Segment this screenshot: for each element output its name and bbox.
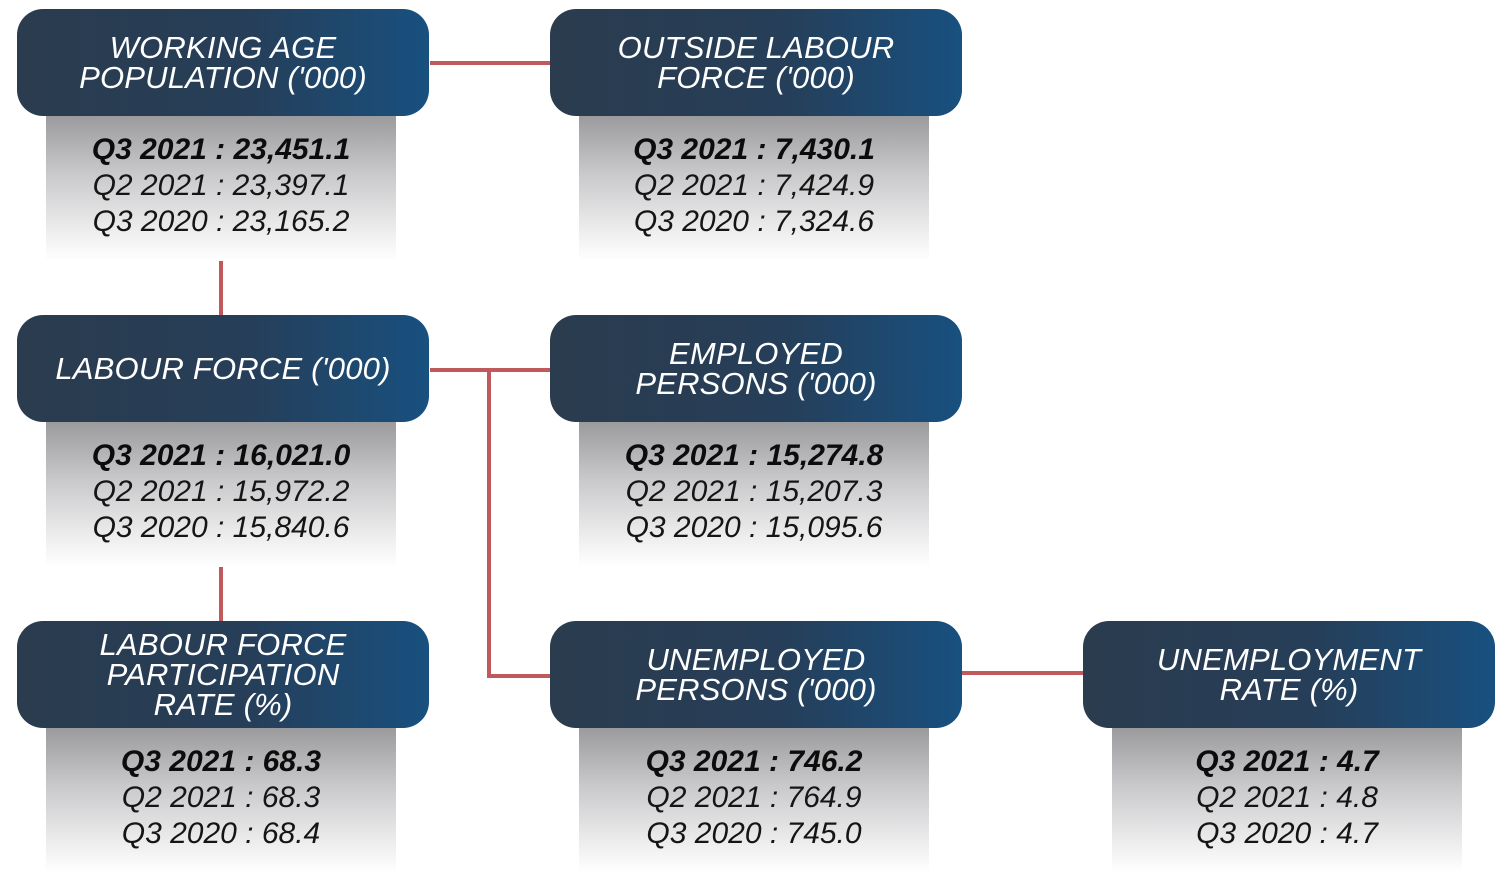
value-q3-2021: Q3 2021 : 68.3 bbox=[120, 745, 322, 778]
value-q2-2021: Q2 2021 : 4.8 bbox=[1196, 781, 1378, 814]
node-header: UNEMPLOYMENT RATE (%) bbox=[1083, 621, 1495, 728]
value-q3-2020: Q3 2020 : 23,165.2 bbox=[92, 205, 350, 238]
value-q3-2021: Q3 2021 : 23,451.1 bbox=[91, 133, 351, 166]
node-values: Q3 2021 : 68.3 Q2 2021 : 68.3 Q3 2020 : … bbox=[46, 728, 396, 873]
value-q2-2021: Q2 2021 : 23,397.1 bbox=[92, 169, 350, 202]
value-q3-2020: Q3 2020 : 7,324.6 bbox=[633, 205, 875, 238]
value-q3-2021: Q3 2021 : 15,274.8 bbox=[624, 439, 884, 472]
node-values: Q3 2021 : 746.2 Q2 2021 : 764.9 Q3 2020 … bbox=[579, 728, 929, 873]
node-values: Q3 2021 : 4.7 Q2 2021 : 4.8 Q3 2020 : 4.… bbox=[1112, 728, 1462, 873]
node-values: Q3 2021 : 23,451.1 Q2 2021 : 23,397.1 Q3… bbox=[46, 116, 396, 261]
node-header: EMPLOYED PERSONS ('000) bbox=[550, 315, 962, 422]
value-q3-2021: Q3 2021 : 16,021.0 bbox=[91, 439, 351, 472]
value-q3-2020: Q3 2020 : 15,840.6 bbox=[92, 511, 350, 544]
node-header: LABOUR FORCE ('000) bbox=[17, 315, 429, 422]
node-title: LABOUR FORCE PARTICIPATION RATE (%) bbox=[99, 626, 347, 722]
node-title: EMPLOYED PERSONS ('000) bbox=[635, 335, 877, 401]
node-title: UNEMPLOYED PERSONS ('000) bbox=[635, 641, 877, 707]
value-q2-2021: Q2 2021 : 15,972.2 bbox=[92, 475, 350, 508]
node-values: Q3 2021 : 16,021.0 Q2 2021 : 15,972.2 Q3… bbox=[46, 422, 396, 567]
value-q2-2021: Q2 2021 : 68.3 bbox=[121, 781, 321, 814]
value-q3-2020: Q3 2020 : 745.0 bbox=[646, 817, 862, 850]
value-q3-2021: Q3 2021 : 4.7 bbox=[1195, 745, 1379, 778]
value-q2-2021: Q2 2021 : 15,207.3 bbox=[625, 475, 883, 508]
value-q3-2021: Q3 2021 : 7,430.1 bbox=[633, 133, 875, 166]
value-q3-2020: Q3 2020 : 4.7 bbox=[1196, 817, 1378, 850]
value-q3-2020: Q3 2020 : 68.4 bbox=[121, 817, 321, 850]
node-values: Q3 2021 : 7,430.1 Q2 2021 : 7,424.9 Q3 2… bbox=[579, 116, 929, 261]
node-header: OUTSIDE LABOUR FORCE ('000) bbox=[550, 9, 962, 116]
value-q2-2021: Q2 2021 : 7,424.9 bbox=[633, 169, 875, 202]
node-title: WORKING AGE POPULATION ('000) bbox=[79, 29, 367, 95]
node-title: LABOUR FORCE ('000) bbox=[55, 350, 391, 386]
value-q2-2021: Q2 2021 : 764.9 bbox=[646, 781, 862, 814]
node-header: UNEMPLOYED PERSONS ('000) bbox=[550, 621, 962, 728]
node-title: OUTSIDE LABOUR FORCE ('000) bbox=[617, 29, 895, 95]
node-values: Q3 2021 : 15,274.8 Q2 2021 : 15,207.3 Q3… bbox=[579, 422, 929, 567]
node-header: LABOUR FORCE PARTICIPATION RATE (%) bbox=[17, 621, 429, 728]
value-q3-2020: Q3 2020 : 15,095.6 bbox=[625, 511, 883, 544]
value-q3-2021: Q3 2021 : 746.2 bbox=[645, 745, 863, 778]
node-title: UNEMPLOYMENT RATE (%) bbox=[1156, 641, 1422, 707]
node-header: WORKING AGE POPULATION ('000) bbox=[17, 9, 429, 116]
